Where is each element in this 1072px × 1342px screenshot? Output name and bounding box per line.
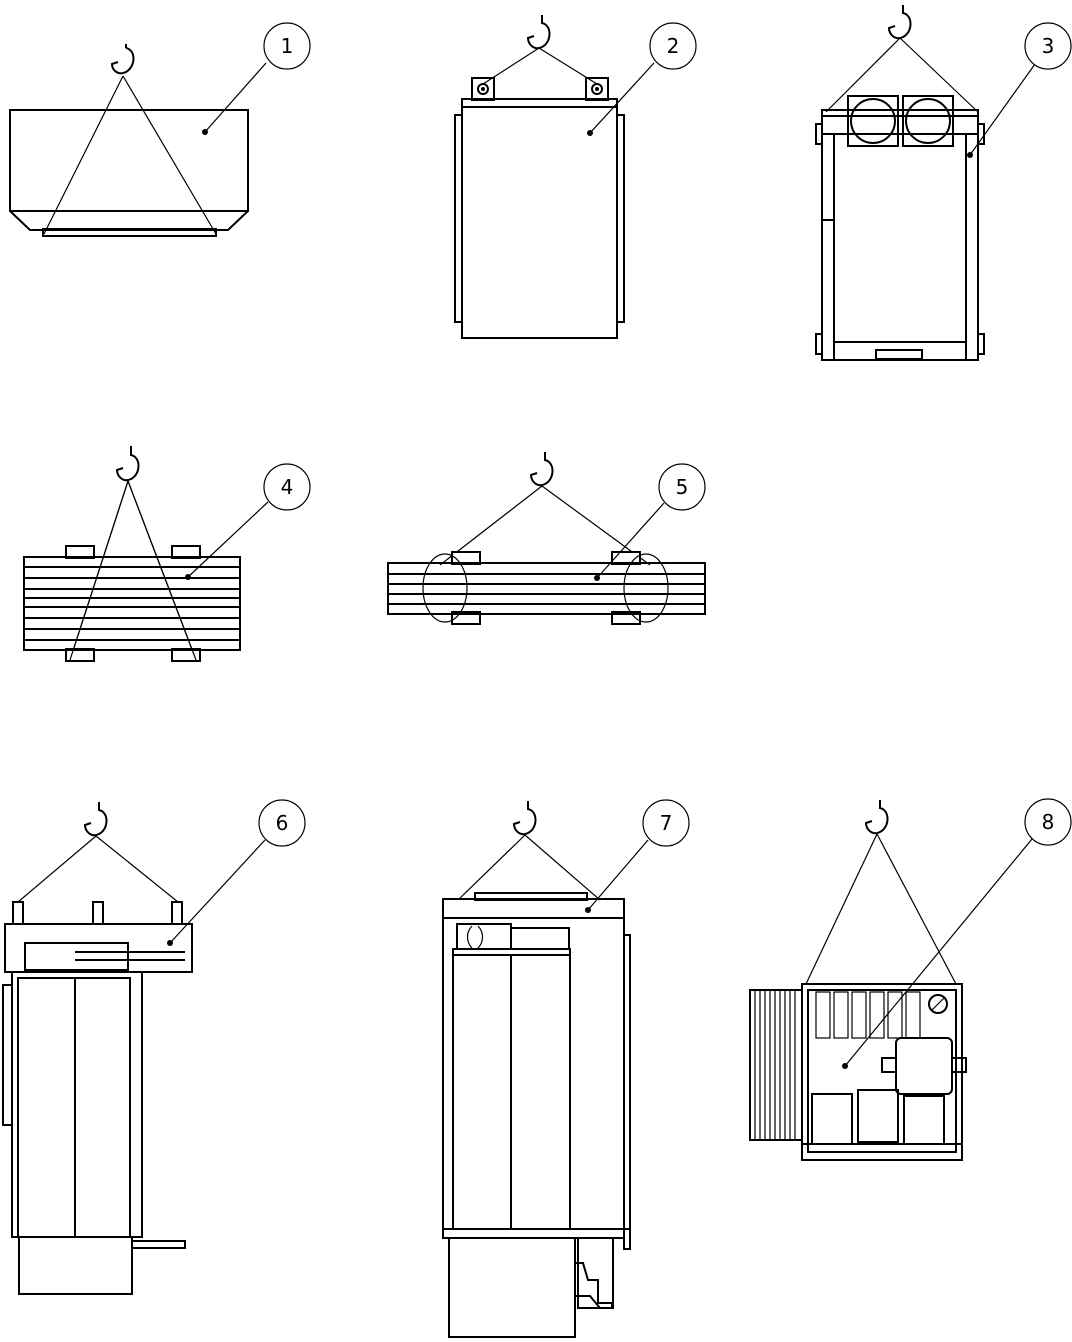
item-8-unit [749,800,967,1161]
callout-2: 2 [587,22,697,136]
callout-6-label: 6 [276,811,289,835]
callout-1-label: 1 [281,34,294,58]
callout-5: 5 [594,463,706,581]
item-1-unit [9,44,249,237]
callout-2-label: 2 [667,34,680,58]
callout-3-label: 3 [1042,34,1055,58]
item-6-unit [2,802,193,1295]
callout-7: 7 [585,799,690,913]
callout-8-label: 8 [1042,810,1055,834]
callout-1: 1 [202,22,311,135]
callout-8: 8 [842,798,1072,1069]
item-4-unit [23,446,241,662]
callout-7-label: 7 [660,811,673,835]
item-2-unit [454,15,625,339]
callout-4-label: 4 [281,475,294,499]
callout-3: 3 [967,22,1072,158]
callout-4: 4 [185,463,311,580]
item-7-unit [442,801,631,1338]
callout-5-label: 5 [676,475,689,499]
item-3-unit [815,5,985,361]
item-5-unit [387,452,706,625]
callout-6: 6 [167,799,306,946]
